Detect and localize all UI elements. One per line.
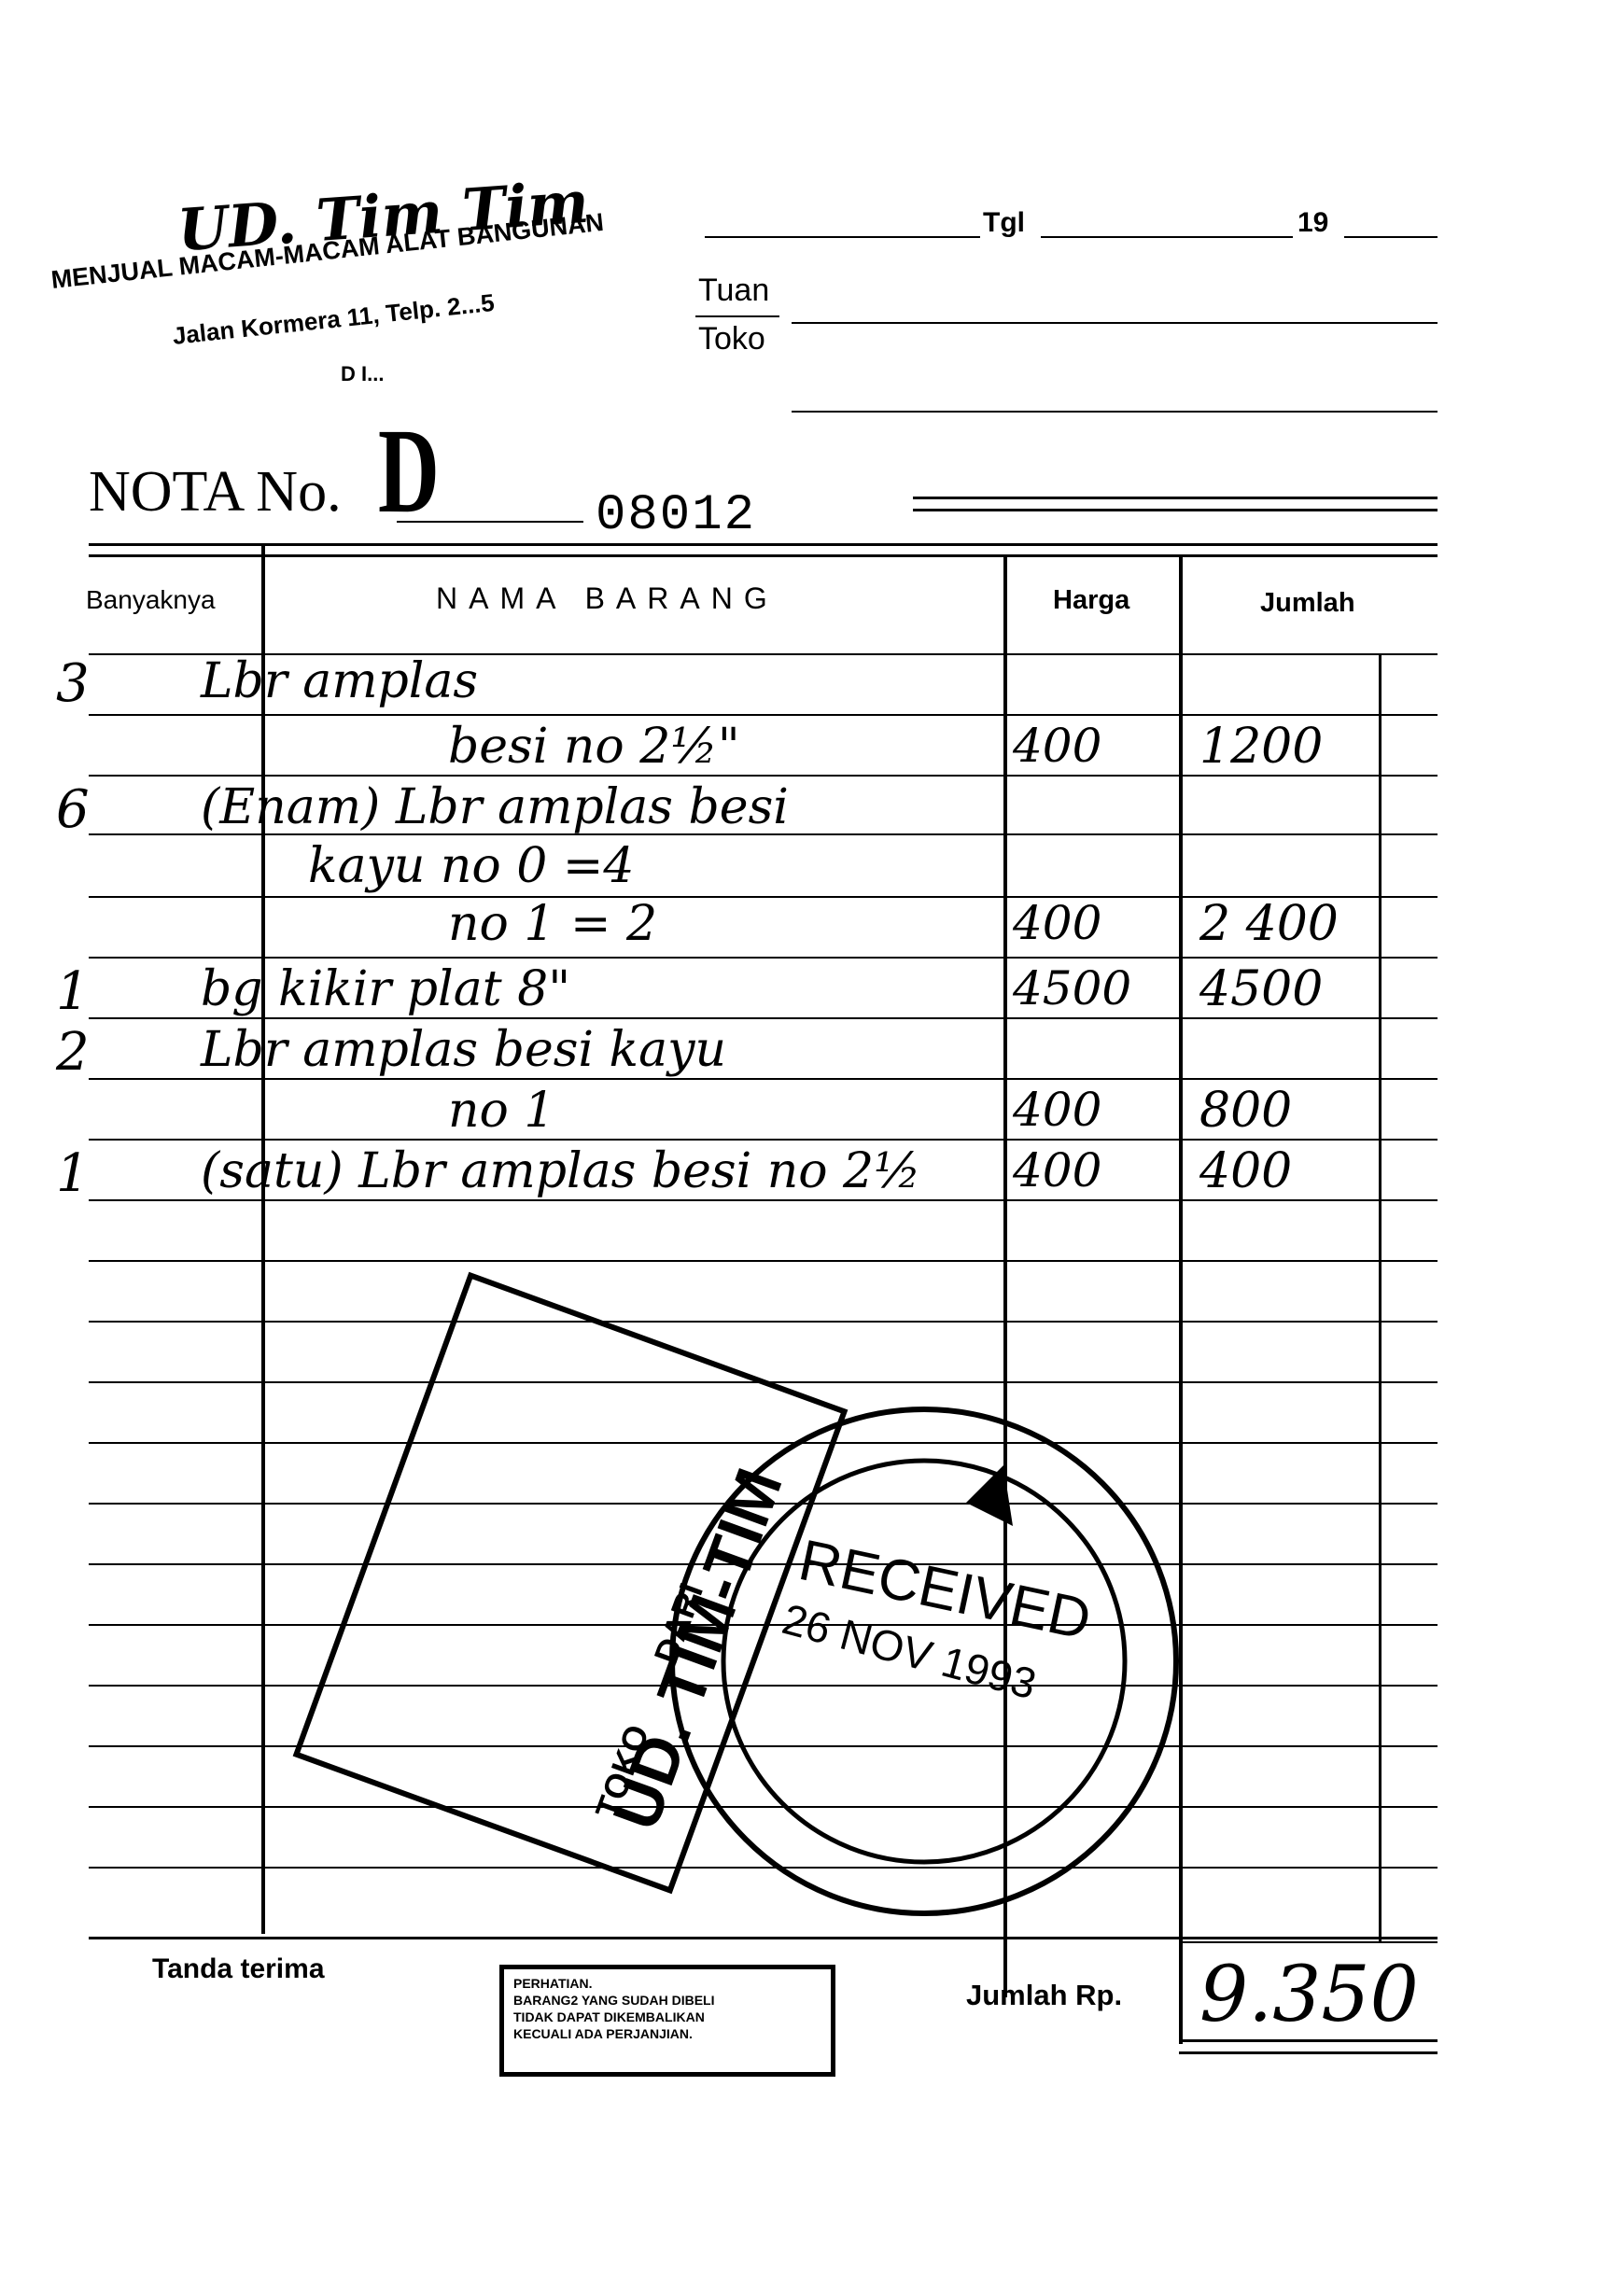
- ruled-line: [89, 1260, 1438, 1262]
- received-stamp-arrow-icon: [966, 1465, 1013, 1526]
- row-harga: 400: [1013, 1143, 1102, 1197]
- row-item-name: no 1 = 2: [448, 896, 658, 952]
- ruled-line: [89, 1563, 1438, 1565]
- row-item-name: besi no 2½": [448, 719, 740, 775]
- header-harga: Harga: [1053, 585, 1130, 615]
- row-jumlah: 800: [1199, 1083, 1293, 1139]
- year-label: 19: [1297, 207, 1329, 238]
- col-divider-name: [1003, 555, 1007, 1997]
- received-stamp-ring: [669, 1407, 1179, 1916]
- shop-city: D I...: [341, 362, 385, 385]
- notice-line-4: KECUALI ADA PERJANJIAN.: [513, 2026, 693, 2041]
- table-top-border-1: [89, 543, 1438, 546]
- toko-label: Toko: [698, 321, 765, 357]
- row-jumlah: 4500: [1199, 961, 1324, 1017]
- nota-number-line: [397, 521, 583, 523]
- table-bottom-line: [89, 1937, 1438, 1939]
- row-item-name: no 1: [448, 1083, 555, 1139]
- row-item-name: Lbr amplas besi kayu: [201, 1022, 726, 1078]
- tuan-line: [792, 322, 1438, 324]
- title-line: [705, 236, 980, 238]
- shop-address: Jalan Kormera 11, Telp. 2...5: [171, 287, 496, 350]
- nota-series: D: [378, 404, 440, 539]
- header-banyaknya: Banyaknya: [86, 585, 216, 614]
- ruled-line: [89, 1624, 1438, 1626]
- ruled-line: [89, 1503, 1438, 1505]
- notice-line-2: BARANG2 YANG SUDAH DIBELI: [513, 1993, 715, 2008]
- ruled-line: [89, 1745, 1438, 1747]
- ruled-line: [89, 1017, 1438, 1019]
- row-qty: 3: [56, 653, 90, 714]
- notice-line-3: TIDAK DAPAT DIKEMBALIKAN: [513, 2009, 705, 2024]
- ruled-line: [89, 1381, 1438, 1383]
- ruled-line: [89, 1199, 1438, 1201]
- row-item-name: (Enam) Lbr amplas besi: [201, 779, 789, 835]
- tuan-divider: [695, 315, 779, 317]
- ruled-line: [89, 1806, 1438, 1808]
- row-qty: 1: [56, 961, 90, 1022]
- header-nama-barang: NAMA BARANG: [436, 581, 778, 615]
- nota-double-line-1: [913, 497, 1438, 499]
- nota-number: 08012: [596, 487, 757, 544]
- received-stamp: RECEIVED 26 NOV 1993: [669, 1407, 1179, 1916]
- notice-line-1: PERHATIAN.: [513, 1976, 593, 1991]
- row-harga: 400: [1013, 896, 1102, 950]
- row-harga: 400: [1013, 1083, 1102, 1137]
- ruled-line: [89, 1078, 1438, 1080]
- ruled-line: [89, 833, 1438, 835]
- ruled-line: [89, 653, 1438, 655]
- total-box-bottom-1: [1179, 2039, 1438, 2042]
- total-box-bottom-2: [1179, 2051, 1438, 2054]
- jumlah-rp-label: Jumlah Rp.: [966, 1979, 1123, 2011]
- row-harga: 4500: [1013, 961, 1132, 1015]
- tanda-terima-label: Tanda terima: [152, 1953, 325, 1984]
- nota-double-line-2: [913, 509, 1438, 511]
- row-qty: 2: [56, 1022, 90, 1083]
- row-item-name: Lbr amplas: [201, 653, 479, 709]
- col-divider-jumlah-inner: [1379, 653, 1382, 1941]
- ruled-line: [89, 896, 1438, 898]
- notice-box: PERHATIAN. BARANG2 YANG SUDAH DIBELI TID…: [499, 1965, 835, 2077]
- row-item-name: bg kikir plat 8": [201, 961, 571, 1017]
- table-top-border-2: [89, 554, 1438, 557]
- header-jumlah: Jumlah: [1260, 588, 1355, 618]
- total-amount: 9.350: [1199, 1951, 1419, 2039]
- col-divider-qty: [261, 543, 265, 1934]
- ruled-line: [89, 957, 1438, 959]
- ruled-line: [89, 1321, 1438, 1323]
- row-qty: 1: [56, 1143, 90, 1204]
- total-box-top: [1179, 1941, 1438, 1943]
- col-divider-harga: [1179, 555, 1183, 2044]
- ruled-line: [89, 1867, 1438, 1869]
- row-item-name: kayu no 0 =4: [308, 838, 635, 894]
- row-item-name: (satu) Lbr amplas besi no 2½: [201, 1143, 921, 1199]
- tgl-label: Tgl: [983, 207, 1025, 238]
- ruled-line: [89, 775, 1438, 777]
- address-line: [792, 411, 1438, 413]
- tgl-line: [1041, 236, 1293, 238]
- row-jumlah: 2 400: [1199, 896, 1339, 952]
- year-line: [1344, 236, 1438, 238]
- row-harga: 400: [1013, 719, 1102, 773]
- ruled-line: [89, 1442, 1438, 1444]
- tuan-label: Tuan: [698, 273, 770, 308]
- ruled-line: [89, 1139, 1438, 1141]
- ruled-line: [89, 1685, 1438, 1687]
- ruled-line: [89, 714, 1438, 716]
- row-jumlah: 400: [1199, 1143, 1293, 1199]
- nota-label: NOTA No.: [89, 460, 342, 524]
- row-qty: 6: [56, 779, 90, 840]
- row-jumlah: 1200: [1199, 719, 1324, 775]
